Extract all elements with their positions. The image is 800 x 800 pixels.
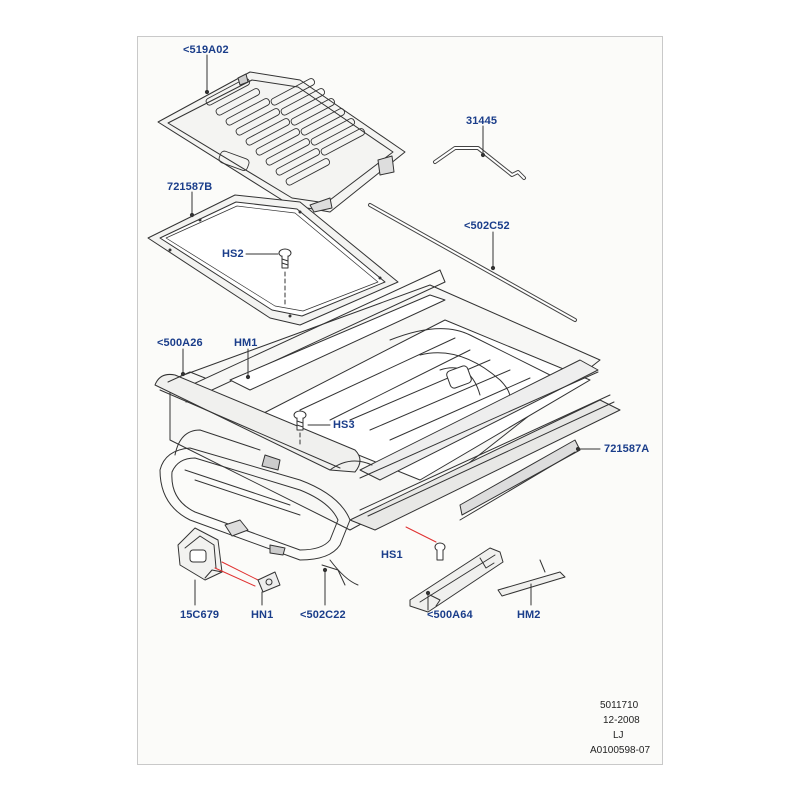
crank-handle-31445	[433, 146, 526, 180]
label-31445: 31445	[466, 115, 498, 127]
drawing-date: 12-2008	[603, 715, 640, 726]
label-502C22: <502C22	[300, 609, 346, 621]
screw-HS2	[278, 248, 292, 269]
label-HM2: HM2	[517, 609, 541, 621]
drive-mechanism-500A64	[409, 547, 504, 613]
label-500A64: <500A64	[427, 609, 473, 621]
label-502C52: <502C52	[464, 220, 510, 232]
illustration-id: A0100598-07	[590, 745, 651, 756]
label-HS2: HS2	[222, 248, 244, 260]
label-HS1: HS1	[381, 549, 403, 561]
drawing-number: 5011710	[600, 700, 639, 711]
glass-panel-519A02	[157, 71, 406, 213]
label-519A02: <519A02	[183, 44, 229, 56]
label-500A26: <500A26	[157, 337, 203, 349]
label-721587B: 721587B	[167, 181, 213, 193]
screw-HS3	[293, 410, 307, 431]
label-HM1: HM1	[234, 337, 258, 349]
label-721587A: 721587A	[604, 443, 650, 455]
drawing-initials: LJ	[613, 730, 624, 741]
label-HN1: HN1	[251, 609, 274, 621]
label-15C679: 15C679	[180, 609, 220, 621]
wind-deflector-500A26	[154, 371, 373, 473]
seal-frame-721587B	[147, 194, 399, 326]
sunroof-frame-assembly	[159, 269, 621, 586]
screw-HS1	[434, 542, 446, 561]
motor-15C679	[177, 527, 223, 581]
label-HS3: HS3	[333, 419, 355, 431]
drain-tube-502C52	[368, 203, 577, 322]
nut-HN1	[257, 571, 281, 593]
